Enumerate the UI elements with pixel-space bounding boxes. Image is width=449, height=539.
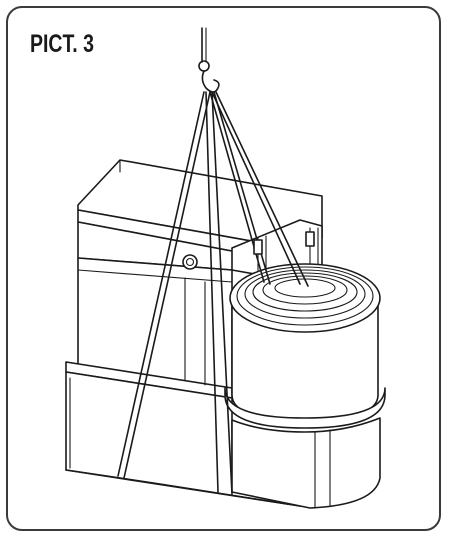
crane-hook [198, 27, 220, 93]
latch-left [253, 239, 263, 255]
latch-right [305, 231, 315, 247]
tank-cylinder [224, 263, 386, 509]
figure-label: PICT. 3 [30, 30, 94, 58]
lifting-eye [182, 254, 198, 270]
